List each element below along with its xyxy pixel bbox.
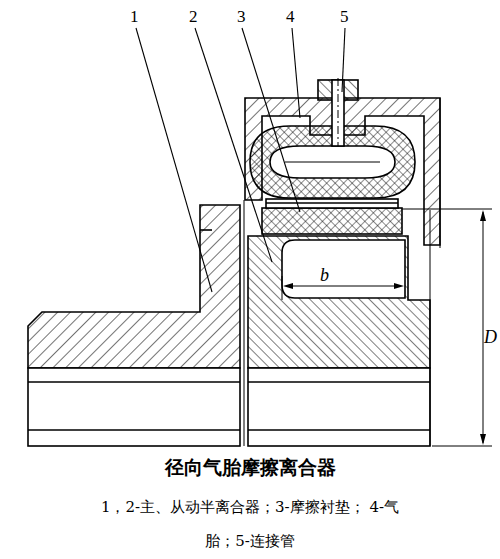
callout-number: 2 [189,8,198,25]
callout-number: 3 [237,8,246,25]
figure-caption: 1，2-主、从动半离合器；3-摩擦衬垫； 4-气胎；5-连接管 [100,490,400,558]
driven-half [248,236,430,368]
driving-half [28,205,240,368]
dimension-label: b [318,266,331,284]
friction-lining [262,208,402,234]
callout-number: 4 [286,8,295,25]
figure-title: 径向气胎摩擦离合器 [0,458,500,477]
callout-number: 1 [130,8,139,25]
dimension-label: D [484,328,497,346]
callout-number: 5 [340,8,349,25]
